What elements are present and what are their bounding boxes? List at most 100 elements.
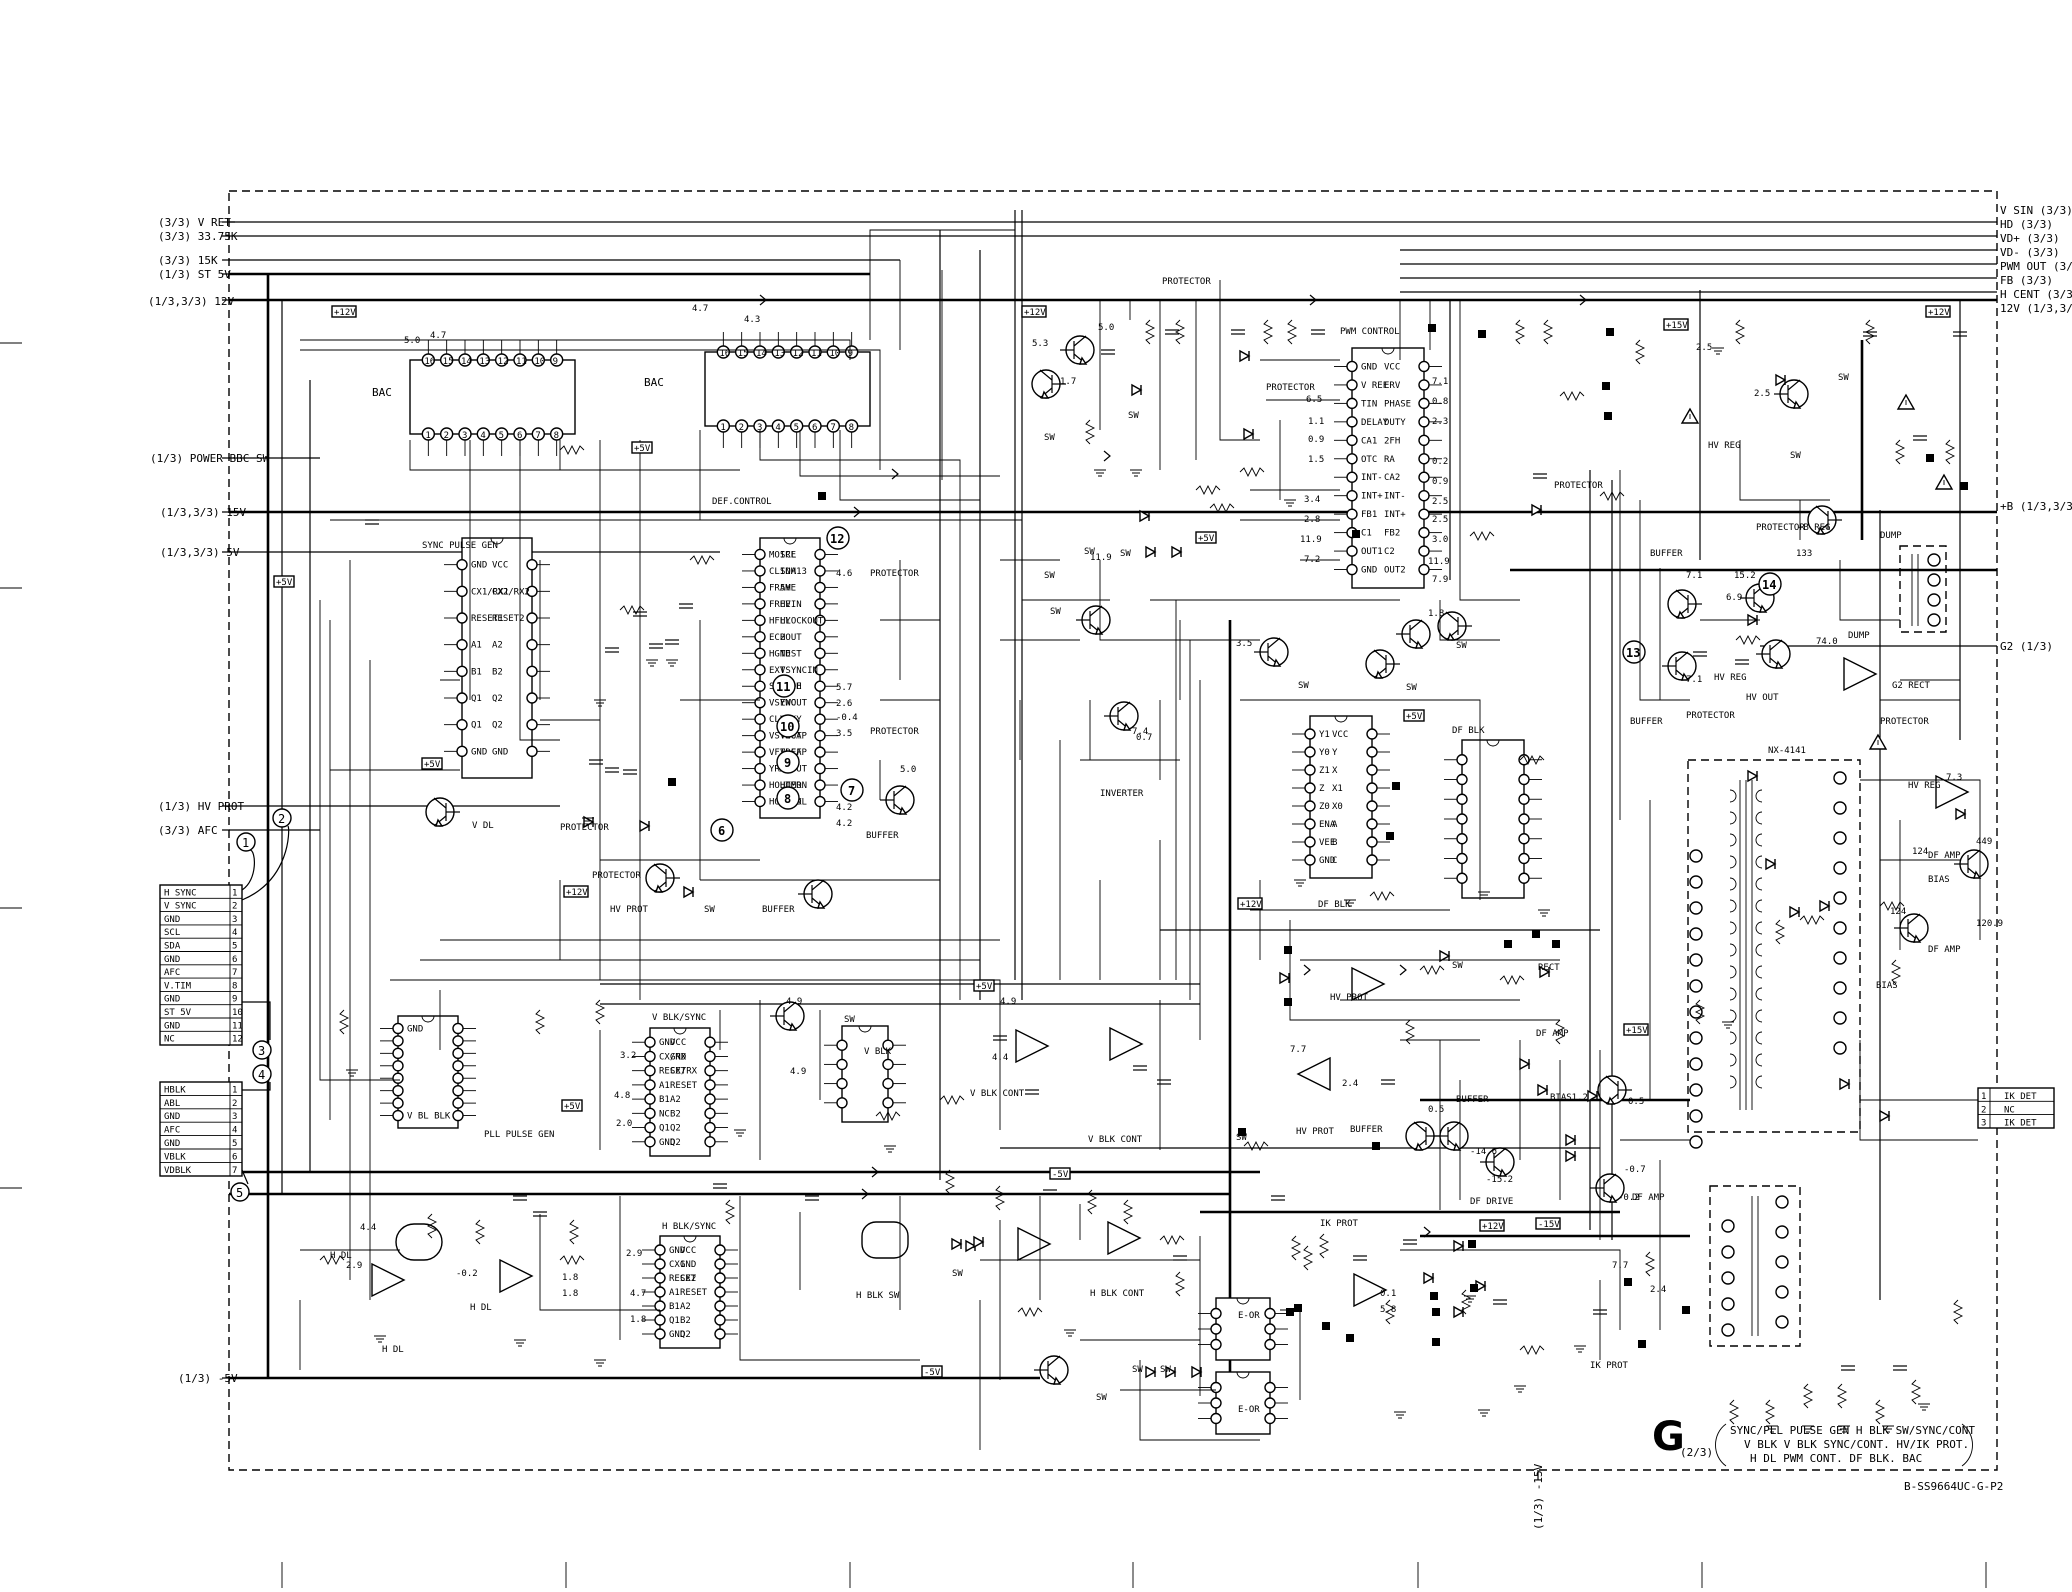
ground-7 [1130,469,1142,477]
transistor-24-collector [1967,849,1981,861]
test-point-4 [1478,330,1486,338]
ic-bac-2-pin-number: 1 [720,423,725,433]
ic-def-control-pin-left [754,746,766,758]
ic-pwm-control-pin-left [1346,379,1358,391]
ic-df-blk-mux-pin-left [1304,818,1316,830]
ic-v-blk-sync-pin-left [644,1136,656,1148]
capacitor-31 [1893,1365,1907,1371]
ic-e-or-1-pin-left [1210,1323,1222,1335]
ic-sync-pulse-gen-pin-label: Q1 [471,721,482,731]
ic-h-blk-sync-pin-left [654,1258,666,1270]
ic-df-blk-mux-pin-right [1366,746,1378,758]
circle-marker-number: 13 [1626,646,1640,660]
dump-pin [1927,553,1941,567]
transistor-25 [1894,913,1929,943]
label-v-blk-cont-2: V BLK CONT [1088,1135,1143,1145]
circle-marker-number: 9 [784,756,791,770]
v-buf-69: 6.9 [1726,593,1742,603]
ic-group: 1611521431341251161079816115214313412511… [380,332,1947,1435]
diode-32 [1839,1077,1851,1091]
tap-arrow-11 [1103,450,1111,462]
v-def-45: 4.2 [836,803,852,813]
ic-def-control-pin-right [814,680,826,692]
diode-4 [1171,545,1183,559]
ic-h-blk-sync-pin-label: CX2 [680,1274,696,1284]
ic-bac-2-pin-number: 14 [756,349,767,359]
transformer-pin [1775,1225,1789,1239]
ic-pwm-control-pin-left [1346,471,1358,483]
ic-def-control-pin-right [814,746,826,758]
ic-h-blk-sync-pin-label: GND [680,1260,696,1270]
ic-h-blk-sync-notch [683,1235,697,1243]
ic-df-blk-mux-pin-label: A [1332,820,1338,830]
wire-31 [1099,560,1260,641]
ic-def-control-pin-left [754,631,766,643]
label-protector-right: PROTECTOR [1554,481,1603,491]
ic-sync-pulse-gen-pin-right [526,692,538,704]
ic-sync-pulse-gen-pin-right [526,612,538,624]
ic-df-blk-mux-pin-left [1304,854,1316,866]
label-protector-pwm: PROTECTOR [1266,383,1315,393]
op-amp-8 [1353,1272,1388,1308]
ic-pwm-control-pin-label: 2FH [1384,436,1400,446]
ic-pll-notch [421,1015,435,1023]
capacitor-4 [665,639,679,645]
connector1-pin-number: 7 [232,968,237,978]
ic-sync-pulse-gen-pin-label: Q2 [492,721,503,731]
test-point-30 [1322,1322,1330,1330]
test-point-10 [1352,530,1360,538]
ic-v-blk-sw-pin-left [836,1039,848,1051]
ic-v-blk-sync-pin-label: CX/RX [670,1067,698,1077]
ic-sync-pulse-gen-pin-left [456,585,468,598]
v-sw-49b: 4.9 [790,1067,806,1077]
ic-bac-2-pin-number: 2 [739,423,744,433]
diode-6 [1243,427,1255,441]
ic-h-blk-sync-pin-left [654,1328,666,1340]
label-protector-left: PROTECTOR [560,823,609,833]
ic-bac-2-pin-number: 6 [812,423,817,433]
label-sw-14: SW [1452,961,1463,971]
ic-sync-pulse-gen-pin-label: Q1 [471,694,482,704]
ic-sync-pulse-gen-pin-label: GND [492,747,508,757]
v-sw-35: 3.5 [1236,639,1252,649]
label-df-amp-4: DF AMP [1632,1193,1665,1203]
tag-p15v-1: +15V [1666,321,1688,331]
label-buffer-3: BUFFER [866,831,899,841]
ic-pwm-control-pin-right [1418,434,1430,447]
ic-def-control-pin-label: EC2 [769,633,785,643]
ic-pwm-control-pin-label: OUT2 [1384,566,1406,576]
v-hdl-m02: -0.2 [456,1269,478,1279]
resistor-h-3 [1239,466,1265,478]
nx4141-winding [1755,943,1763,957]
ic-v-blk-sync-pin-left [644,1050,656,1063]
label-g2-rect: G2 RECT [1892,681,1931,691]
connector2-pin-number: 6 [232,1152,237,1162]
resistor-v-32 [724,1199,736,1225]
v-hvreg-25: 2.5 [1696,343,1712,353]
transistor-20-collector [1675,589,1689,601]
label-buffer-6: BUFFER [1350,1125,1383,1135]
diode-31 [1819,899,1831,913]
ic-v-blk-sync-pin-right [704,1064,716,1077]
ic-bac-2-pin-number: 8 [849,423,854,433]
transistor-18 [1590,1173,1625,1203]
ic-pwm-control-pin-label: GND [1361,566,1377,576]
ic-e-or-2-pin-right [1264,1397,1276,1409]
circle-marker-8: 8 [776,786,800,810]
capacitor-14 [1533,473,1547,479]
ic-bac-1-pin-number: 7 [535,431,540,441]
ic-sync-pulse-gen-pin-right [526,745,538,758]
transformer-core [1751,1196,1759,1336]
label-pll-pulse-gen: PLL PULSE GEN [484,1130,554,1140]
v-hvprot-24: 2.4 [1342,1079,1358,1089]
connector2-pin-number: 1 [232,1085,237,1095]
capacitor-9 [623,769,637,775]
tap-arrow-4 [861,1188,869,1200]
ic-pll-pin-right [452,1097,464,1109]
ic-bac-1-pin-number: 9 [553,357,558,367]
ic-df-blk-mux-pin-label: GND [1319,856,1335,866]
connector1-pin-number: 2 [232,902,237,912]
transistor-22 [1756,639,1791,669]
